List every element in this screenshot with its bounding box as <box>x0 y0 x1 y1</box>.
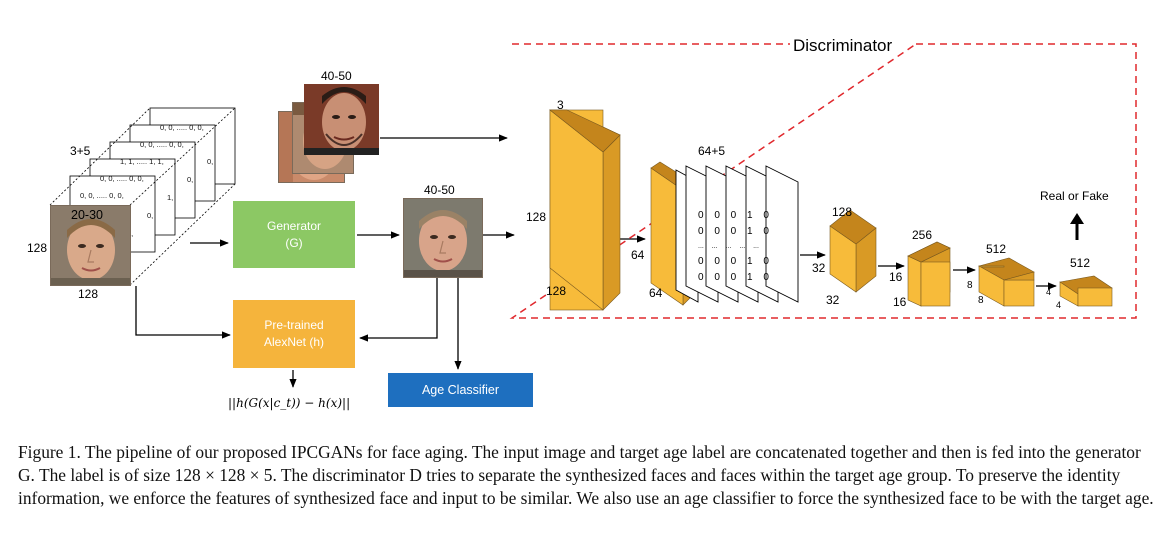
age-classifier-box: Age Classifier <box>388 373 533 407</box>
label-matrix: 0 0 0 1 0 0 0 0 1 0 ... ... ... ... ... … <box>698 210 788 283</box>
label-matrix-row: 0 0 0 1 0 <box>698 272 769 283</box>
disc-input-width: 128 <box>546 284 567 298</box>
input-width-label: 128 <box>78 287 99 301</box>
figure-caption: Figure 1. The pipeline of our proposed I… <box>18 442 1154 508</box>
disc-block5-channels: 512 <box>1070 256 1091 270</box>
disc-block3-channels: 256 <box>912 228 933 242</box>
synthesized-face-image <box>403 198 483 278</box>
disc-block4-height: 8 <box>967 280 973 291</box>
label-matrix-row: 0 0 0 1 0 <box>698 226 769 237</box>
disc-block2-height: 32 <box>812 261 826 275</box>
discriminator-title: Discriminator <box>793 36 893 55</box>
channels-label: 3+5 <box>70 144 91 158</box>
disc-block2-channels: 128 <box>832 205 853 219</box>
onehot-col-4: 0, <box>147 211 154 220</box>
disc-block3-width: 16 <box>893 295 907 309</box>
real-face-image <box>304 84 379 155</box>
disc-block5-width: 4 <box>1056 300 1062 310</box>
real-or-fake-label: Real or Fake <box>1040 189 1109 203</box>
onehot-col-2: 0, <box>187 175 194 184</box>
identity-loss-formula: ||h(G(x|c_t)) − h(x)|| <box>228 396 351 410</box>
disc-input-channels: 3 <box>557 98 564 112</box>
disc-input-block-side <box>602 134 621 311</box>
onehot-row-4: 0, 0, ..... 0, 0, <box>100 174 144 183</box>
real-face-age-label: 40-50 <box>321 69 352 83</box>
disc-block2-top <box>829 209 877 245</box>
disc-block1-width: 64 <box>649 286 663 300</box>
disc-block3-front <box>907 255 922 307</box>
disc-block1-height: 64 <box>631 248 645 262</box>
onehot-col-3: 1, <box>167 193 174 202</box>
input-face-image <box>50 205 131 286</box>
alexnet-box: Pre-trained AlexNet (h) <box>233 300 355 368</box>
synth-face-age-label: 40-50 <box>424 183 455 197</box>
disc-block4-width: 8 <box>978 295 984 306</box>
onehot-row-3: 1, 1, ..... 1, 1, <box>120 157 164 166</box>
input-height-label: 128 <box>27 241 48 255</box>
disc-concat-label: 64+5 <box>698 144 726 158</box>
disc-input-height: 128 <box>526 210 547 224</box>
input-age-label: 20-30 <box>71 208 103 222</box>
label-matrix-row: ... ... ... ... ... <box>698 243 759 250</box>
disc-block3-height: 16 <box>889 270 903 284</box>
face-illustration <box>51 206 130 285</box>
disc-block2-width: 32 <box>826 293 840 307</box>
onehot-row-2: 0, 0, ..... 0, 0, <box>140 140 184 149</box>
connection-lines <box>135 43 1137 388</box>
label-matrix-row: 0 0 0 1 0 <box>698 256 769 267</box>
disc-block5-height: 4 <box>1046 287 1052 297</box>
disc-block4-channels: 512 <box>986 242 1007 256</box>
onehot-col-1: 0, <box>207 157 214 166</box>
generator-box: Generator (G) <box>233 201 355 268</box>
disc-block4-front <box>978 265 1005 268</box>
face-illustration <box>404 199 482 277</box>
discriminator-region <box>509 43 1137 319</box>
label-matrix-row: 0 0 0 1 0 <box>698 210 769 221</box>
face-illustration <box>304 84 379 155</box>
discriminator-blocks <box>549 109 1113 311</box>
disc-block5-front <box>1077 287 1113 307</box>
onehot-row-1: 0, 0, ..... 0, 0, <box>160 123 204 132</box>
onehot-row-5: 0, 0, ..... 0, 0, <box>80 191 124 200</box>
